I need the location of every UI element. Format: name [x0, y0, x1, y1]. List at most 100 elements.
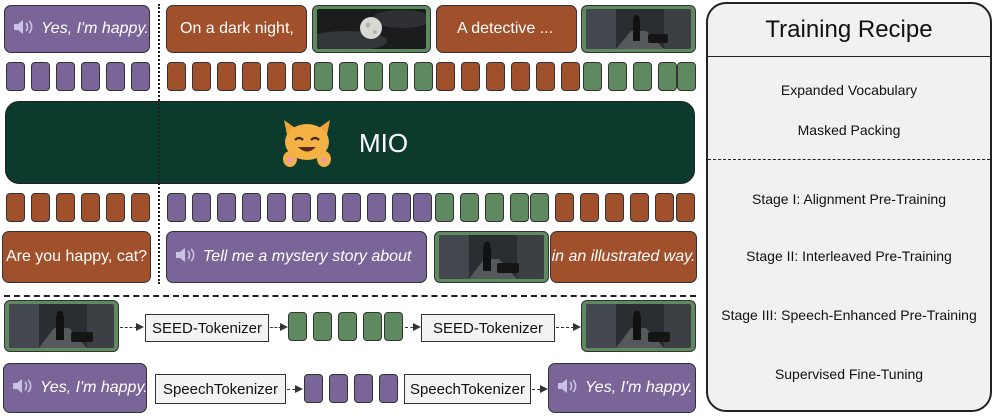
token-orange	[580, 193, 599, 222]
token-purple	[56, 62, 75, 91]
token-orange	[555, 193, 574, 222]
seed-tokenizer-encoder: SEED-Tokenizer	[145, 314, 269, 342]
speaker-icon	[557, 377, 579, 400]
token-orange	[561, 62, 580, 91]
story-text-1: On a dark night,	[180, 20, 294, 37]
token-purple	[379, 374, 398, 403]
story-text-2: A detective ...	[457, 20, 554, 37]
arrow	[556, 322, 581, 331]
speaker-icon	[13, 18, 35, 41]
token-purple	[131, 62, 150, 91]
recipe-item: Supervised Fine-Tuning	[774, 366, 924, 382]
token-orange	[167, 62, 186, 91]
speech-output-text: Yes, I'm happy.	[585, 379, 693, 396]
speech-input-bubble: Yes, I'm happy.	[3, 363, 148, 413]
style-text: in an illustrated way.	[551, 248, 696, 265]
token-orange	[292, 62, 311, 91]
recipe-item: Stage II: Interleaved Pre-Training	[746, 248, 952, 264]
token-orange	[461, 62, 480, 91]
horizontal-separator	[4, 295, 696, 297]
token-purple	[81, 62, 100, 91]
detective-image-output	[581, 300, 696, 352]
token-green	[313, 312, 332, 341]
token-purple	[192, 193, 211, 222]
token-orange	[676, 193, 695, 222]
arrow	[270, 322, 288, 331]
token-green	[530, 193, 549, 222]
token-orange	[242, 62, 261, 91]
token-purple	[354, 374, 373, 403]
story-text-bubble-1: On a dark night,	[166, 5, 307, 53]
token-green	[583, 62, 602, 91]
token-purple	[106, 62, 125, 91]
token-purple	[342, 193, 361, 222]
token-green	[435, 193, 454, 222]
token-purple	[304, 374, 323, 403]
detective-image-top	[581, 5, 696, 53]
token-green	[364, 62, 383, 91]
cat-icon	[278, 114, 336, 177]
arrow	[532, 384, 548, 393]
speech-tokenizer-encoder: SpeechTokenizer	[155, 374, 286, 404]
mio-model-block: MIO	[5, 101, 695, 184]
speaker-icon	[12, 377, 34, 400]
training-recipe-panel: Training Recipe Expanded Vocabulary Mask…	[706, 2, 992, 412]
seed-tokenizer-decoder: SEED-Tokenizer	[421, 314, 555, 342]
token-green	[485, 193, 504, 222]
token-green	[363, 312, 382, 341]
token-green	[608, 62, 627, 91]
token-purple	[329, 374, 348, 403]
recipe-item: Stage I: Alignment Pre-Training	[751, 191, 947, 207]
token-orange	[630, 193, 649, 222]
token-green	[339, 62, 358, 91]
recipe-item: Stage III: Speech-Enhanced Pre-Training	[721, 307, 977, 323]
detective-image-bottom	[434, 231, 549, 283]
token-purple	[367, 193, 386, 222]
token-orange	[31, 193, 50, 222]
token-orange	[486, 62, 505, 91]
token-green	[414, 62, 433, 91]
token-purple	[292, 193, 311, 222]
token-purple	[317, 193, 336, 222]
audio-request-bubble: Tell me a mystery story about	[166, 231, 427, 283]
token-purple	[6, 62, 25, 91]
moon-night-image	[312, 5, 431, 53]
arrow	[287, 384, 303, 393]
token-orange	[56, 193, 75, 222]
token-orange	[655, 193, 674, 222]
token-green	[677, 62, 696, 91]
arrow	[120, 322, 144, 331]
style-bubble: in an illustrated way.	[550, 231, 697, 283]
token-green	[389, 62, 408, 91]
speech-tokenizer-decoder: SpeechTokenizer	[404, 374, 531, 404]
token-green	[658, 62, 677, 91]
token-purple	[217, 193, 236, 222]
token-orange	[436, 62, 455, 91]
token-orange	[217, 62, 236, 91]
token-green	[460, 193, 479, 222]
token-purple	[167, 193, 186, 222]
token-purple	[267, 193, 286, 222]
token-orange	[131, 193, 150, 222]
vertical-separator	[158, 4, 160, 284]
speaker-icon	[175, 246, 197, 269]
question-text: Are you happy, cat?	[5, 248, 148, 265]
recipe-divider	[708, 159, 990, 160]
token-purple	[242, 193, 261, 222]
token-green	[338, 312, 357, 341]
token-green	[633, 62, 652, 91]
token-orange	[6, 193, 25, 222]
audio-request-text: Tell me a mystery story about	[203, 248, 412, 265]
recipe-item: Expanded Vocabulary	[780, 82, 918, 98]
token-purple	[392, 193, 411, 222]
token-orange	[536, 62, 555, 91]
speech-output-bubble: Yes, I'm happy.	[548, 363, 696, 413]
token-purple	[413, 193, 432, 222]
token-orange	[192, 62, 211, 91]
recipe-item: Masked Packing	[797, 122, 901, 138]
token-green	[510, 193, 529, 222]
token-orange	[511, 62, 530, 91]
token-orange	[267, 62, 286, 91]
panel-title: Training Recipe	[708, 4, 990, 57]
token-purple	[31, 62, 50, 91]
